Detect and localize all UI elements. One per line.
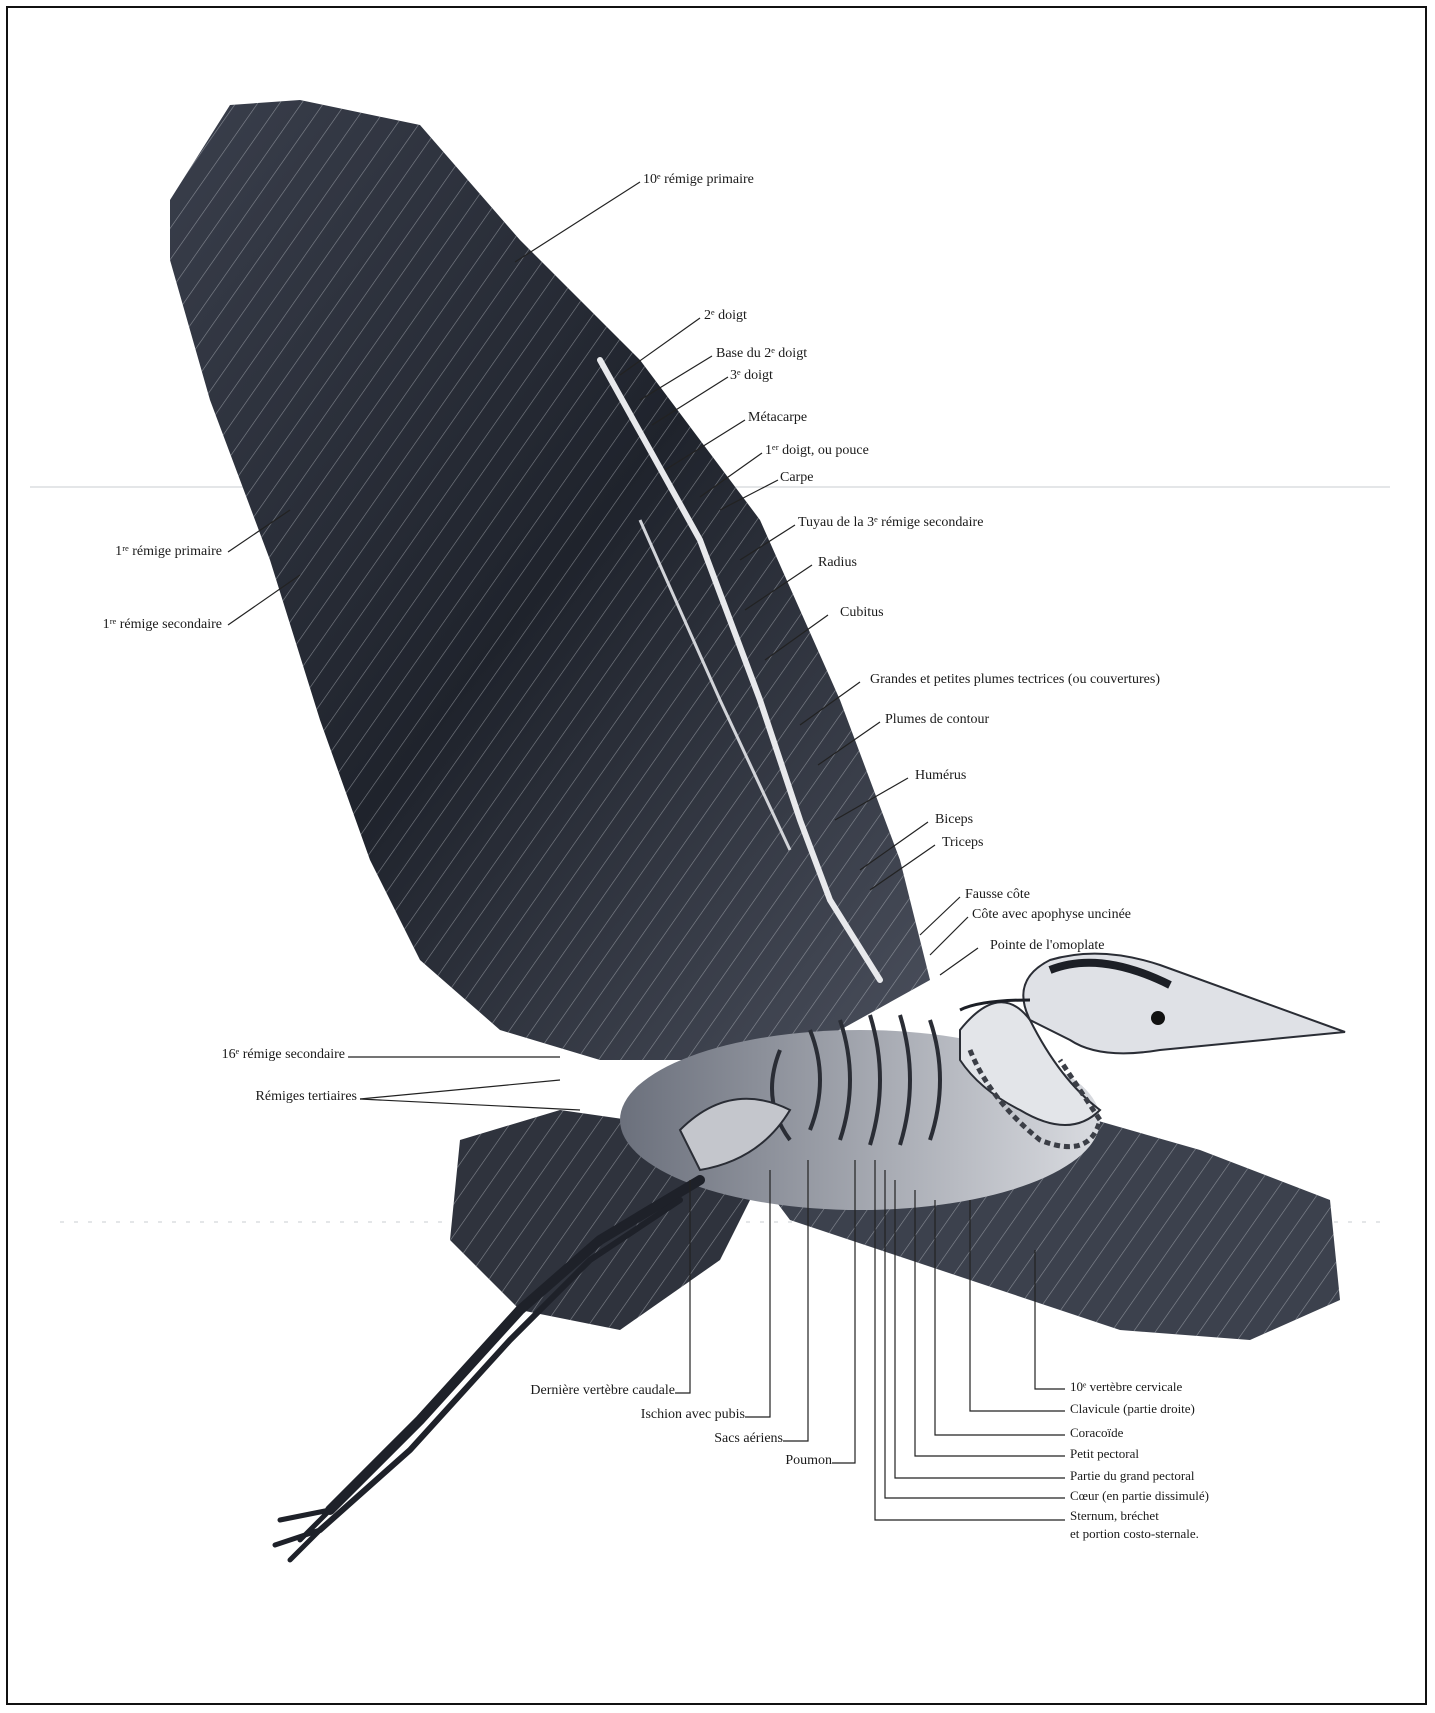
label-grand-pectoral: Partie du grand pectoral [1070,1468,1195,1484]
label-plumes-contour: Plumes de contour [885,712,989,729]
label-petit-pectoral: Petit pectoral [1070,1446,1139,1462]
label-humerus: Humérus [915,768,966,785]
label-ischion-pubis: Ischion avec pubis [641,1407,745,1424]
label-carpe: Carpe [780,470,813,487]
label-tuyau-3e-remige: Tuyau de la 3ᵉ rémige secondaire [798,515,983,532]
label-10e-remige-primaire: 10ᵉ rémige primaire [643,172,754,189]
neck-and-head [960,954,1345,1147]
label-poumon: Poumon [785,1453,832,1470]
label-metacarpe: Métacarpe [748,410,807,427]
label-coracoide: Coracoïde [1070,1425,1123,1441]
upper-wing [170,100,930,1060]
label-remiges-tertiaires: Rémiges tertiaires [256,1089,357,1106]
label-radius: Radius [818,555,857,572]
label-plumes-tectrices: Grandes et petites plumes tectrices (ou … [870,672,1160,689]
label-1re-remige-primaire: 1ʳᵉ rémige primaire [115,544,222,561]
label-cote-apophyse: Côte avec apophyse uncinée [972,907,1131,924]
label-coeur: Cœur (en partie dissimulé) [1070,1488,1209,1504]
label-3e-doigt: 3ᵉ doigt [730,368,773,385]
label-1er-doigt-pouce: 1ᵉʳ doigt, ou pouce [765,443,869,460]
label-sternum-brechet: Sternum, bréchet [1070,1508,1159,1524]
label-derniere-vertebre-caudale: Dernière vertèbre caudale [530,1383,675,1400]
label-1re-remige-secondaire: 1ʳᵉ rémige secondaire [103,617,222,634]
label-portion-costo-sternale: et portion costo-sternale. [1070,1526,1199,1542]
label-clavicule: Clavicule (partie droite) [1070,1401,1195,1417]
label-fausse-cote: Fausse côte [965,887,1030,904]
label-cubitus: Cubitus [840,605,884,622]
label-16e-remige-secondaire: 16ᵉ rémige secondaire [222,1047,345,1064]
label-biceps: Biceps [935,812,973,829]
label-sacs-aeriens: Sacs aériens [714,1431,783,1448]
label-2e-doigt: 2ᵉ doigt [704,308,747,325]
label-base-2e-doigt: Base du 2ᵉ doigt [716,346,807,363]
label-pointe-omoplate: Pointe de l'omoplate [990,938,1105,955]
label-triceps: Triceps [942,835,984,852]
label-10e-vertebre-cervicale: 10ᵉ vertèbre cervicale [1070,1379,1182,1395]
